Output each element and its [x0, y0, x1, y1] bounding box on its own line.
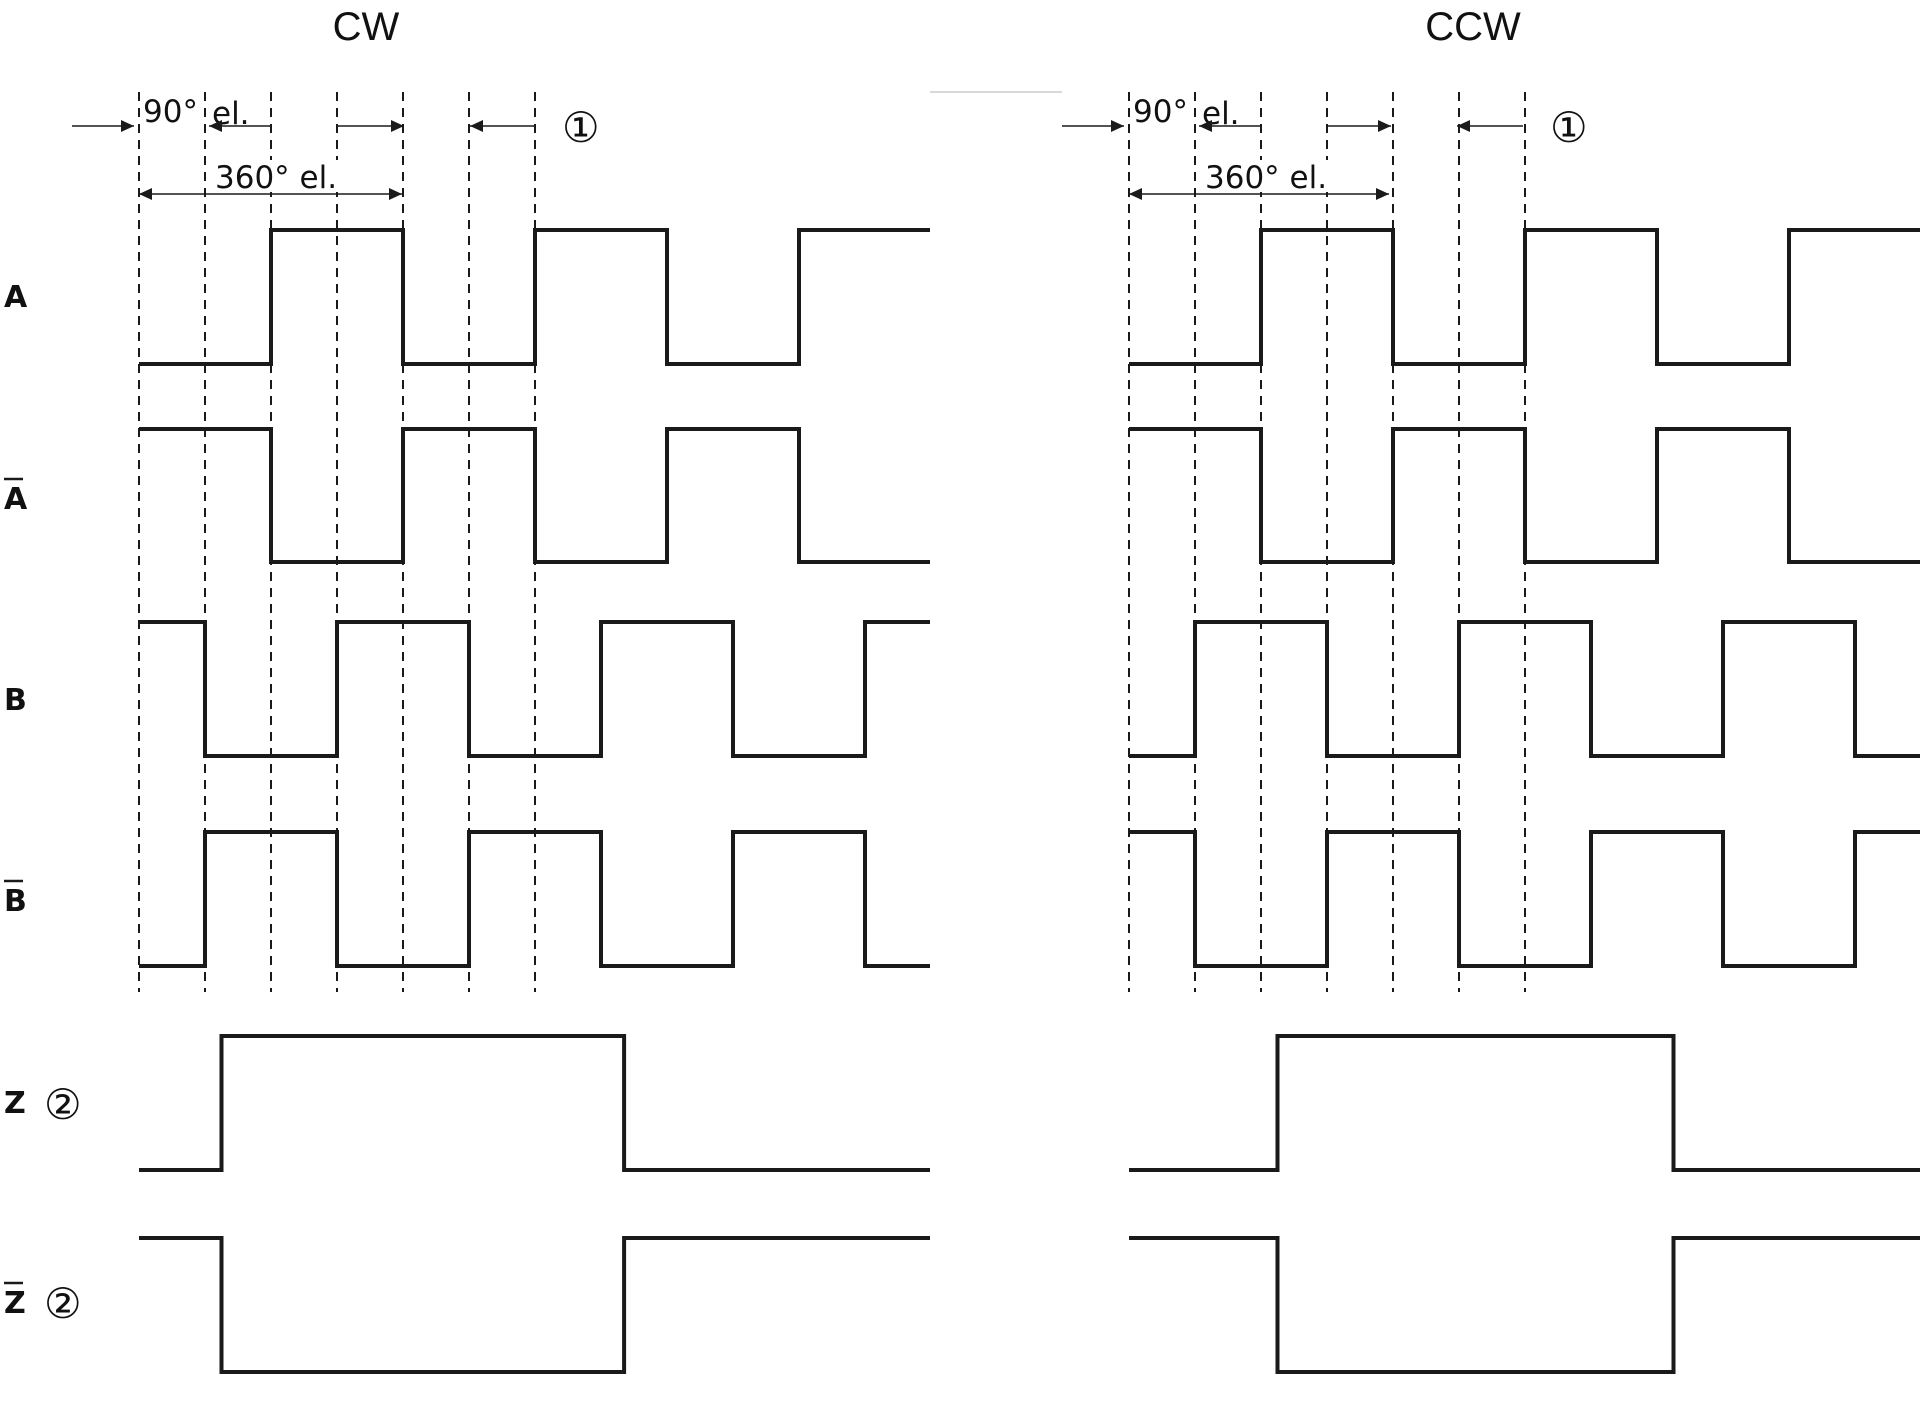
angle-360-label-cw: 360° el. [215, 160, 337, 196]
panel-ccw: CCW 90° el. ① 360° el. [1062, 5, 1920, 1374]
waveform-ccw-a [1129, 228, 1920, 366]
waveform-ccw-b-bar [1129, 830, 1920, 968]
waveform-ccw-b [1129, 620, 1920, 758]
waveform-cw-z-bar [139, 1236, 930, 1374]
dimensions-ccw: 90° el. ① 360° el. [1062, 94, 1588, 200]
angle-90-label-ccw: 90° [1133, 94, 1188, 130]
waveform-cw-a [139, 228, 930, 366]
panel-title-cw: CW [333, 5, 400, 49]
panel-cw: CW 90° el. ① 360° el. [72, 5, 930, 1374]
label-z: Z [4, 1086, 26, 1121]
signal-labels: A A B B Z ② Z ② [4, 280, 82, 1328]
waveform-cw-b-bar [139, 830, 930, 968]
note-2-z-bar: ② [44, 1279, 82, 1328]
waveforms-ccw [1129, 228, 1920, 1374]
waveform-ccw-a-bar [1129, 427, 1920, 564]
waveform-cw-z [139, 1034, 930, 1172]
waveform-cw-a-bar [139, 427, 930, 564]
note-2-z: ② [44, 1080, 82, 1129]
label-a-bar: A [4, 482, 28, 517]
note-1-ccw: ① [1550, 103, 1588, 152]
label-a: A [4, 280, 28, 315]
angle-90-label-cw: 90° [143, 94, 198, 130]
label-z-bar: Z [4, 1286, 26, 1321]
waveforms-cw [139, 228, 930, 1374]
waveform-ccw-z-bar [1129, 1236, 1920, 1374]
dimensions-cw: 90° el. ① 360° el. [72, 94, 600, 200]
waveform-cw-b [139, 620, 930, 758]
angle-360-label-ccw: 360° el. [1205, 160, 1327, 196]
label-b: B [4, 683, 27, 718]
label-b-bar: B [4, 884, 27, 919]
panel-title-ccw: CCW [1425, 5, 1521, 49]
waveform-ccw-z [1129, 1034, 1920, 1172]
note-1-cw: ① [562, 103, 600, 152]
